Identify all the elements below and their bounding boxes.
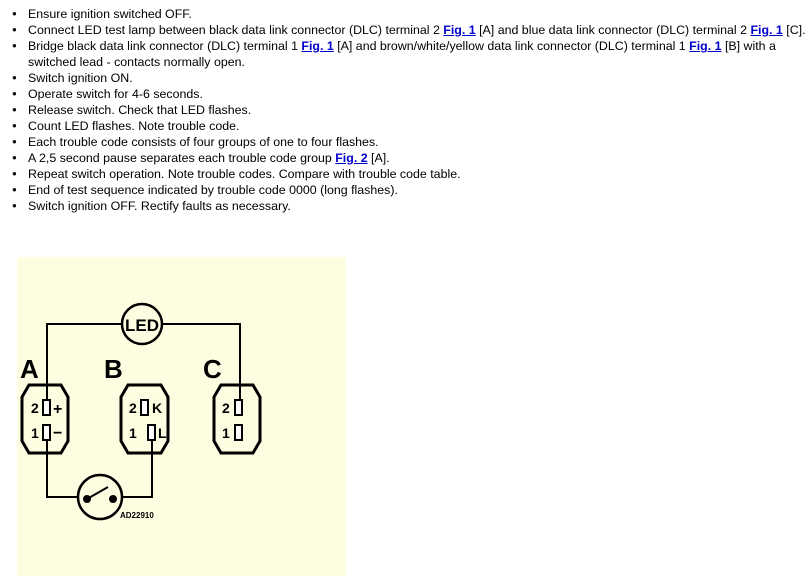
- fig1-link[interactable]: Fig. 1: [443, 23, 476, 37]
- step-7: Count LED flashes. Note trouble code.: [0, 118, 810, 134]
- fig1-link[interactable]: Fig. 1: [689, 39, 722, 53]
- svg-text:B: B: [104, 354, 123, 384]
- step-5: Operate switch for 4-6 seconds.: [0, 86, 810, 102]
- svg-text:−: −: [53, 425, 62, 442]
- step-2: Connect LED test lamp between black data…: [0, 22, 810, 38]
- connector-b: B 2 K 1 L: [104, 354, 170, 455]
- connector-c: C 2 1: [203, 354, 262, 455]
- step-12: Switch ignition OFF. Rectify faults as n…: [0, 198, 810, 214]
- svg-text:1: 1: [129, 425, 137, 441]
- fig1-link[interactable]: Fig. 1: [750, 23, 783, 37]
- svg-text:L: L: [158, 425, 167, 441]
- svg-text:LED: LED: [125, 316, 159, 335]
- fig2-link[interactable]: Fig. 2: [335, 151, 368, 165]
- svg-text:1: 1: [222, 425, 230, 441]
- step-1: Ensure ignition switched OFF.: [0, 6, 810, 22]
- instruction-list: Ensure ignition switched OFF. Connect LE…: [0, 6, 810, 214]
- svg-text:A: A: [20, 354, 39, 384]
- step-8: Each trouble code consists of four group…: [0, 134, 810, 150]
- wiring-diagram-svg: LED A 2 + 1 − B 2 K 1 L C 2 1: [20, 302, 262, 521]
- svg-text:AD22910: AD22910: [120, 511, 154, 520]
- step-11: End of test sequence indicated by troubl…: [0, 182, 810, 198]
- step-6: Release switch. Check that LED flashes.: [0, 102, 810, 118]
- svg-text:2: 2: [31, 400, 39, 416]
- step-3: Bridge black data link connector (DLC) t…: [0, 38, 810, 70]
- fig1-link[interactable]: Fig. 1: [301, 39, 334, 53]
- svg-text:2: 2: [129, 400, 137, 416]
- svg-text:+: +: [53, 401, 62, 418]
- step-9: A 2,5 second pause separates each troubl…: [0, 150, 810, 166]
- svg-text:C: C: [203, 354, 222, 384]
- svg-text:1: 1: [31, 425, 39, 441]
- step-4: Switch ignition ON.: [0, 70, 810, 86]
- switch: AD22910: [76, 473, 154, 521]
- step-10: Repeat switch operation. Note trouble co…: [0, 166, 810, 182]
- led-lamp: LED: [120, 302, 164, 346]
- svg-text:2: 2: [222, 400, 230, 416]
- connector-a: A 2 + 1 −: [20, 354, 70, 455]
- svg-text:K: K: [152, 400, 162, 416]
- wiring-diagram: LED A 2 + 1 − B 2 K 1 L C 2 1: [17, 257, 346, 576]
